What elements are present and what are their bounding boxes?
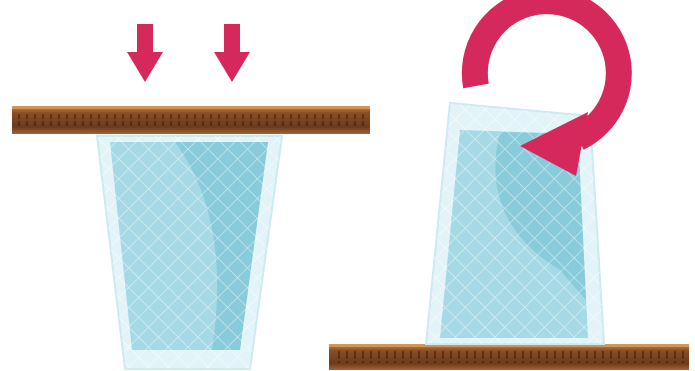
down-arrow-icon (127, 24, 163, 82)
left-panel (12, 24, 370, 369)
right-panel (329, 1, 689, 370)
bottom-board (329, 344, 689, 370)
left-glass-grid (97, 136, 282, 369)
left-glass (97, 136, 282, 369)
down-arrow-icon (214, 24, 250, 82)
top-board (12, 106, 370, 134)
